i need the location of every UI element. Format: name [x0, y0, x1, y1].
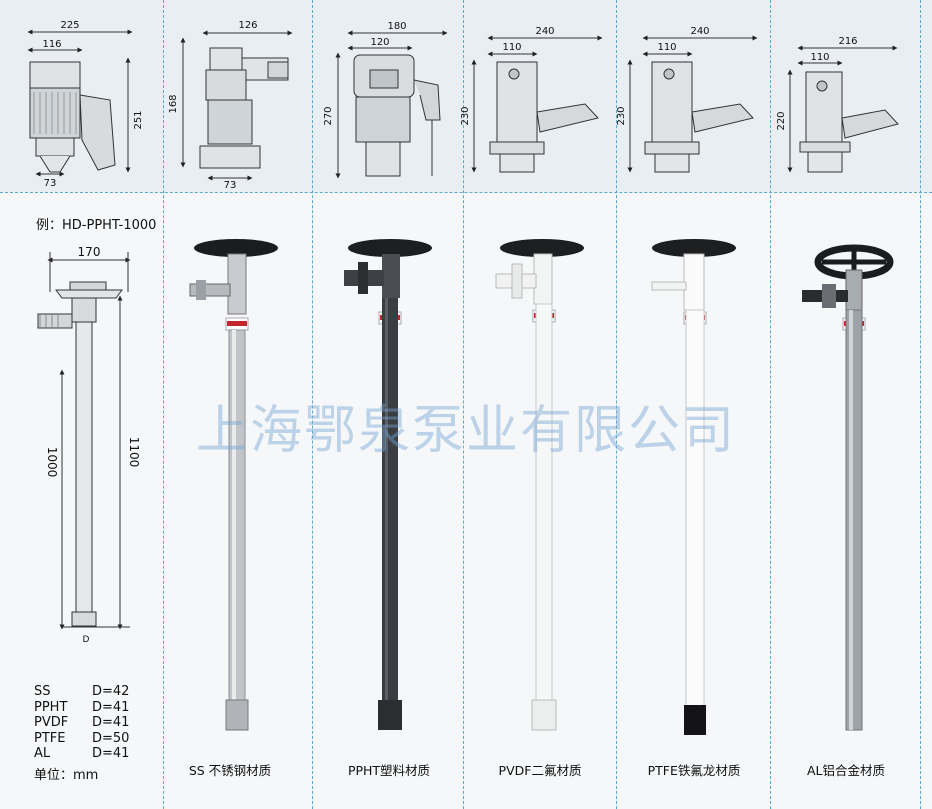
spec-row: AL D=41	[34, 746, 129, 762]
caption-pvdf: PVDF二氟材质	[498, 763, 582, 778]
dimension-drawings: 225 116 251 73 126 168 73 180 120 270 24…	[27, 20, 899, 191]
spec-diameter: D=50	[92, 730, 130, 746]
dim-label: 270	[323, 106, 334, 125]
dim-label: 240	[535, 26, 554, 37]
caption-ss: SS 不锈钢材质	[188, 763, 272, 778]
pump-photos	[189, 239, 894, 735]
dimension-band	[0, 0, 932, 192]
dim-label: 73	[44, 178, 57, 189]
spec-material: PVDF	[34, 715, 69, 730]
column-divider	[163, 0, 164, 809]
spec-diameter: D=42	[92, 684, 130, 699]
dim-label: 230	[616, 106, 627, 125]
dim-label: 110	[502, 42, 521, 53]
diameter-spec-list: SS D=42 PPHT D=41 PVDF D=41 PTFE D=50 AL D=41	[34, 684, 129, 762]
motor-drawing-4	[471, 35, 603, 173]
dim-label: 126	[238, 20, 257, 31]
spec-material: AL	[34, 746, 51, 761]
pump-pvdf	[495, 239, 584, 731]
spec-row: SS D=42	[34, 684, 129, 700]
dim-label: 251	[133, 110, 144, 129]
spec-material: SS	[34, 684, 51, 699]
motor-drawing-2	[180, 30, 293, 181]
dim-label: 73	[224, 180, 237, 191]
column-divider	[616, 0, 617, 809]
motor-drawing-6	[787, 45, 899, 173]
spec-row: PVDF D=41	[34, 715, 129, 731]
spec-diameter: D=41	[92, 699, 130, 715]
dim-label: 168	[168, 94, 179, 113]
spec-material: PTFE	[34, 730, 66, 746]
dim-label: 230	[460, 106, 471, 125]
motor-drawing-1	[27, 29, 133, 177]
pump-ptfe	[651, 239, 736, 735]
dim-label: 170	[78, 245, 101, 259]
caption-ptfe: PTFE铁氟龙材质	[647, 763, 741, 778]
motor-drawing-5	[627, 35, 758, 173]
caption-ppht: PPHT塑料材质	[347, 763, 431, 778]
dim-label: 120	[370, 37, 389, 48]
dim-label: 110	[810, 52, 829, 63]
dim-label: 180	[387, 21, 406, 32]
dim-label: 1100	[127, 437, 141, 468]
motor-drawing-3	[335, 30, 448, 179]
spec-material: PPHT	[34, 699, 68, 715]
column-divider	[770, 0, 771, 809]
spec-row: PTFE D=50	[34, 731, 129, 747]
column-divider	[463, 0, 464, 809]
unit-label: 单位：mm	[34, 768, 99, 783]
example-pump-drawing: 170 1000 1100 D	[37, 245, 141, 645]
example-model-label: 例：HD-PPHT-1000	[36, 218, 157, 233]
dim-label: 1000	[45, 447, 59, 478]
pump-ppht	[344, 239, 432, 730]
row-divider	[0, 192, 932, 193]
dim-label: 116	[42, 39, 61, 50]
caption-al: AL铝合金材质	[806, 763, 885, 778]
spec-diameter: D=41	[92, 715, 130, 730]
dim-label: 240	[690, 26, 709, 37]
spec-row: PPHT D=41	[34, 700, 129, 716]
company-watermark: 上海鄂泉泵业有限公司	[196, 401, 737, 461]
dim-label: 110	[657, 42, 676, 53]
dim-label: 225	[60, 20, 79, 31]
dim-label: 220	[776, 111, 787, 130]
pump-ss	[189, 239, 278, 731]
dim-label: 216	[838, 36, 857, 47]
dim-label: D	[83, 635, 90, 645]
column-divider	[312, 0, 313, 809]
pump-al	[802, 244, 894, 731]
spec-diameter: D=41	[92, 746, 130, 761]
column-divider	[920, 0, 921, 809]
